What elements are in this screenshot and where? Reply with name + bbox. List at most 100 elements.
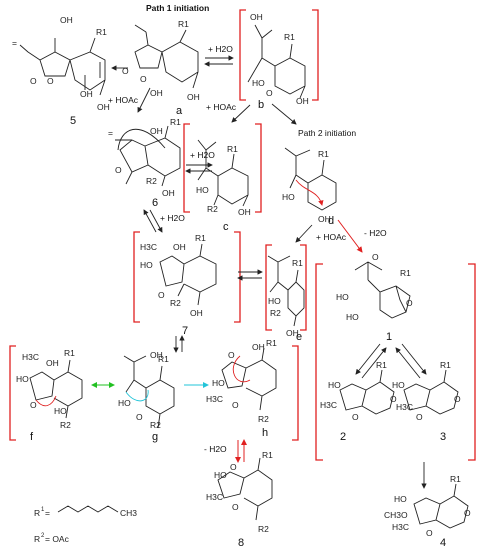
compound-f: H3C OH R1 HO O HO R2 [16,348,83,430]
label-1: 1 [386,331,392,343]
svg-text:O: O [406,298,413,308]
cond-h2o-h8: - H2O [204,444,227,454]
svg-text:O: O [372,252,379,262]
legend-r1: R 1 = CH3 [34,505,137,518]
svg-text:O: O [122,66,129,76]
label-d: d [328,215,334,227]
svg-text:R1: R1 [178,19,189,29]
svg-text:R: R [34,534,40,544]
label-e: e [296,331,302,343]
svg-text:O: O [115,165,122,175]
svg-text:O: O [230,462,237,472]
compound-4: HO R1 CH3O H3C O O [384,474,471,538]
bracket-f-left [9,345,16,441]
svg-text:CH3O: CH3O [384,510,408,520]
svg-text:R2: R2 [150,420,161,430]
arrow-3-to-1 [395,347,421,379]
svg-text:R1: R1 [266,338,277,348]
svg-text:OH: OH [150,88,163,98]
svg-text:R2: R2 [60,420,71,430]
compound-1: O R1 HO O HO [336,252,413,322]
svg-text:HO: HO [394,494,407,504]
svg-text:O: O [352,412,359,422]
bracket-7-left [133,231,140,323]
svg-text:R2: R2 [207,204,218,214]
svg-text:R1: R1 [400,268,411,278]
svg-text:H3C: H3C [206,492,223,502]
svg-text:HO: HO [268,296,281,306]
compound-3: HO R1 H3C O O [392,360,461,422]
svg-text:CH3: CH3 [120,508,137,518]
bracket-b-right [312,9,319,101]
svg-text:O: O [47,76,54,86]
compound-2: HO R1 H3C O O [320,360,397,422]
arrow-2-to-1 [361,347,387,379]
svg-text:OH: OH [250,12,263,22]
svg-text:R: R [34,508,40,518]
svg-text:OH: OH [162,188,175,198]
svg-text:R2: R2 [170,298,181,308]
compound-7: H3C OH R1 HO O R2 OH [140,233,217,318]
cond-h2o-6c: + H2O [190,150,215,160]
legend-r2: R 2 = OAc [34,533,70,544]
svg-text:R1: R1 [292,258,303,268]
svg-text:R1: R1 [262,450,273,460]
svg-text:= OAc: = OAc [45,534,70,544]
bracket-e-right [300,244,307,331]
arrow-1-to-3 [401,343,427,375]
svg-text:H3C: H3C [396,402,413,412]
svg-text:OH: OH [286,328,299,338]
svg-text:R1: R1 [450,474,461,484]
path2-title: Path 2 initiation [298,128,356,138]
bracket-c-left [183,123,190,213]
svg-text:OH: OH [150,350,163,360]
cond-h2o-67: + H2O [160,213,185,223]
compound-5: OH = O O R1 OH OH [12,15,110,112]
svg-text:HO: HO [336,292,349,302]
label-2: 2 [340,431,346,443]
svg-text:R2: R2 [270,308,281,318]
compound-h: O OH R1 HO H3C O R2 [206,338,277,424]
path1-title: Path 1 initiation [146,3,209,13]
svg-text:R1: R1 [376,360,387,370]
svg-text:HO: HO [212,378,225,388]
svg-text:R1: R1 [318,149,329,159]
svg-text:HO: HO [346,312,359,322]
svg-text:O: O [228,350,235,360]
compound-6: = OH R1 O R2 OH [108,117,181,198]
svg-text:O: O [426,528,433,538]
svg-text:2: 2 [41,533,45,539]
svg-text:R2: R2 [146,176,157,186]
svg-text:=: = [45,508,50,518]
svg-text:R1: R1 [284,32,295,42]
arrow-1-to-2 [355,343,381,375]
svg-text:O: O [266,88,273,98]
bracket-c-right [255,123,262,213]
svg-text:O: O [232,400,239,410]
svg-text:H3C: H3C [22,352,39,362]
svg-text:O: O [454,394,461,404]
svg-text:OH: OH [97,102,110,112]
svg-text:R1: R1 [440,360,451,370]
compound-c: R1 HO R2 OH [196,139,251,217]
svg-text:R1: R1 [195,233,206,243]
svg-text:OH: OH [318,214,331,224]
label-b: b [258,99,264,111]
label-6: 6 [152,197,158,209]
svg-text:OH: OH [296,96,309,106]
svg-text:O: O [232,502,239,512]
svg-text:O: O [464,508,471,518]
arrow-d-to-e [295,224,313,243]
label-8: 8 [238,537,244,549]
label-4: 4 [440,537,446,549]
svg-text:OH: OH [238,207,251,217]
svg-text:R2: R2 [258,524,269,534]
svg-text:O: O [416,412,423,422]
svg-text:1: 1 [41,507,45,513]
bracket-123-right [468,263,476,461]
bracket-h-right [292,345,299,441]
svg-text:HO: HO [54,406,67,416]
compound-a: R1 O O OH OH [122,19,200,102]
svg-text:O: O [136,412,143,422]
svg-text:HO: HO [392,380,405,390]
